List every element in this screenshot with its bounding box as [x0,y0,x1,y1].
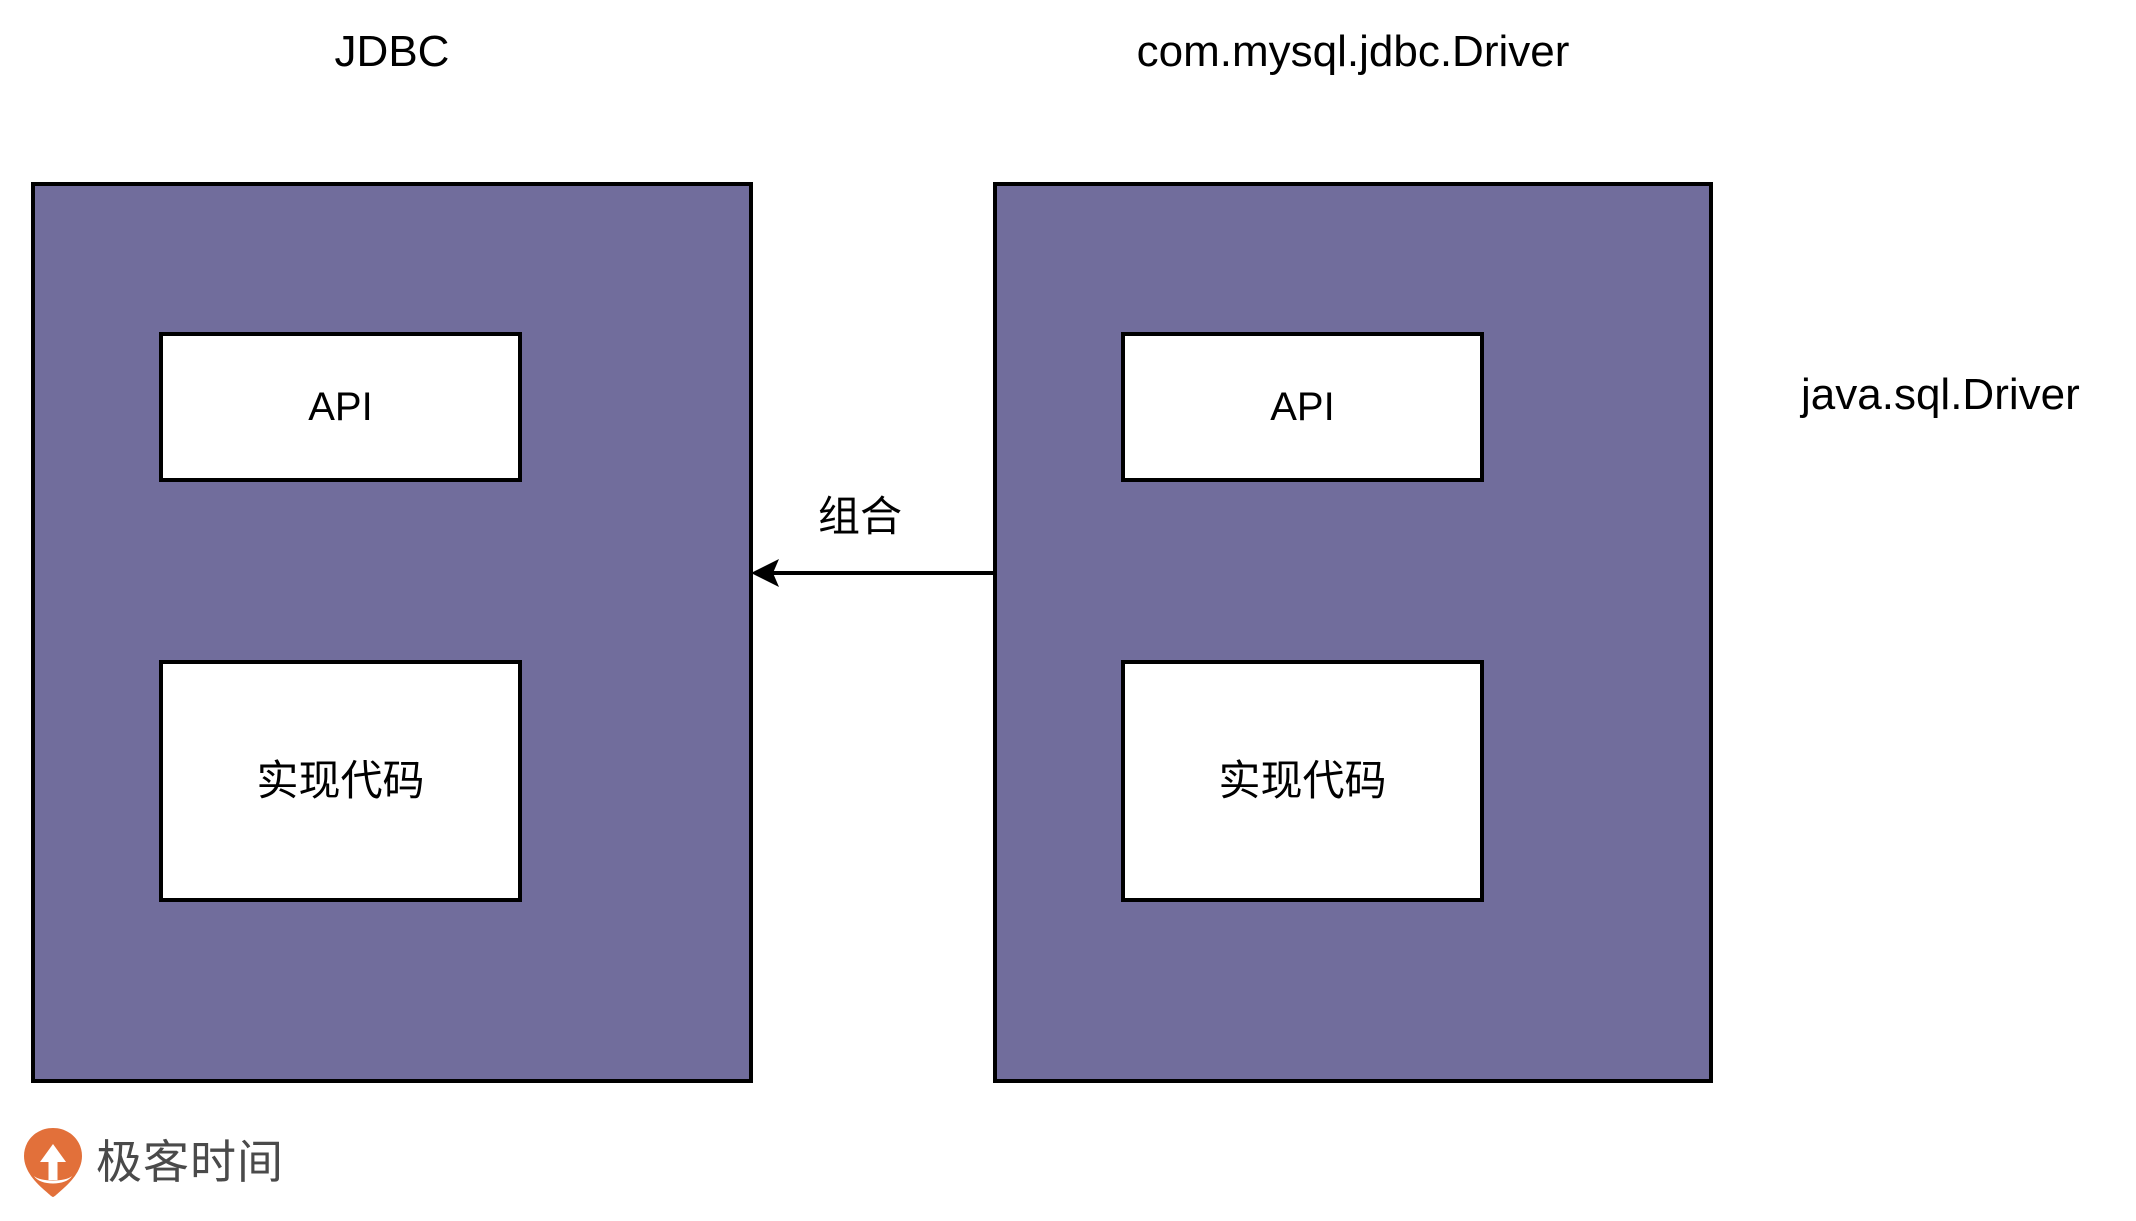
panel-title-mysql-driver: com.mysql.jdbc.Driver [1136,27,1570,76]
composition-arrow-icon [751,559,997,587]
panel-mysql-driver-api-label: API [1270,385,1335,429]
panel-jdbc-impl-box: 实现代码 [159,660,522,902]
composition-arrow-label: 组合 [818,492,903,541]
panel-jdbc: API 实现代码 [31,182,753,1083]
panel-jdbc-api-label: API [308,385,373,429]
panel-mysql-driver: API 实现代码 [993,182,1713,1083]
panel-title-jdbc: JDBC [334,27,450,76]
brand-name-label: 极客时间 [96,1135,284,1189]
panel-jdbc-impl-label: 实现代码 [256,756,425,805]
brand-watermark: 极客时间 [22,1126,284,1198]
composition-arrow [745,552,997,594]
panel-mysql-driver-api-box: API [1121,332,1484,482]
panel-mysql-driver-impl-box: 实现代码 [1121,660,1484,902]
panel-mysql-driver-impl-label: 实现代码 [1218,756,1387,805]
geektime-pin-icon [24,1128,82,1197]
panel-jdbc-api-box: API [159,332,522,482]
side-annotation-java-sql-driver: java.sql.Driver [1801,370,2080,419]
